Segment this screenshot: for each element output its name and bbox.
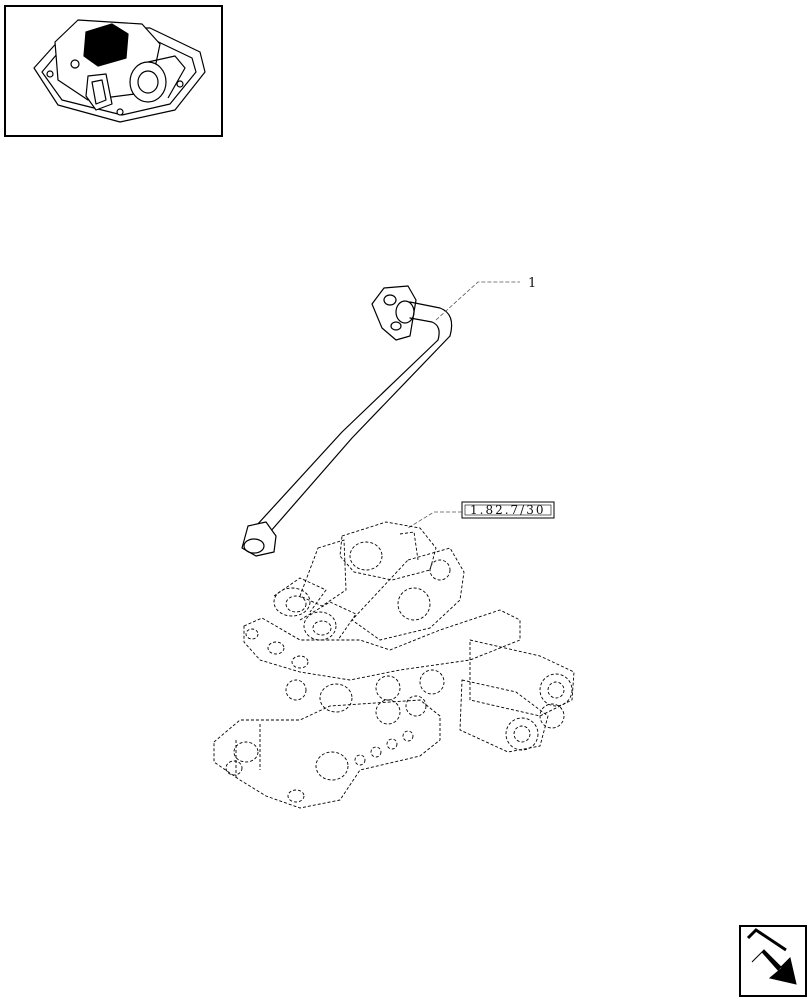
reference-callout[interactable]: 1.82.7/30 (461, 501, 555, 519)
pipe-part[interactable] (241, 285, 453, 557)
next-page-button[interactable] (739, 925, 807, 997)
item-1-leader (435, 281, 520, 321)
next-page-arrow-icon (746, 928, 797, 985)
reference-leader (407, 511, 462, 529)
valve-assembly-thumbnail (33, 19, 206, 123)
thumbnail-frame[interactable] (4, 5, 223, 137)
control-valve-assembly (213, 521, 575, 809)
item-number-label[interactable]: 1 (528, 276, 536, 291)
reference-label: 1.82.7/30 (470, 503, 545, 517)
